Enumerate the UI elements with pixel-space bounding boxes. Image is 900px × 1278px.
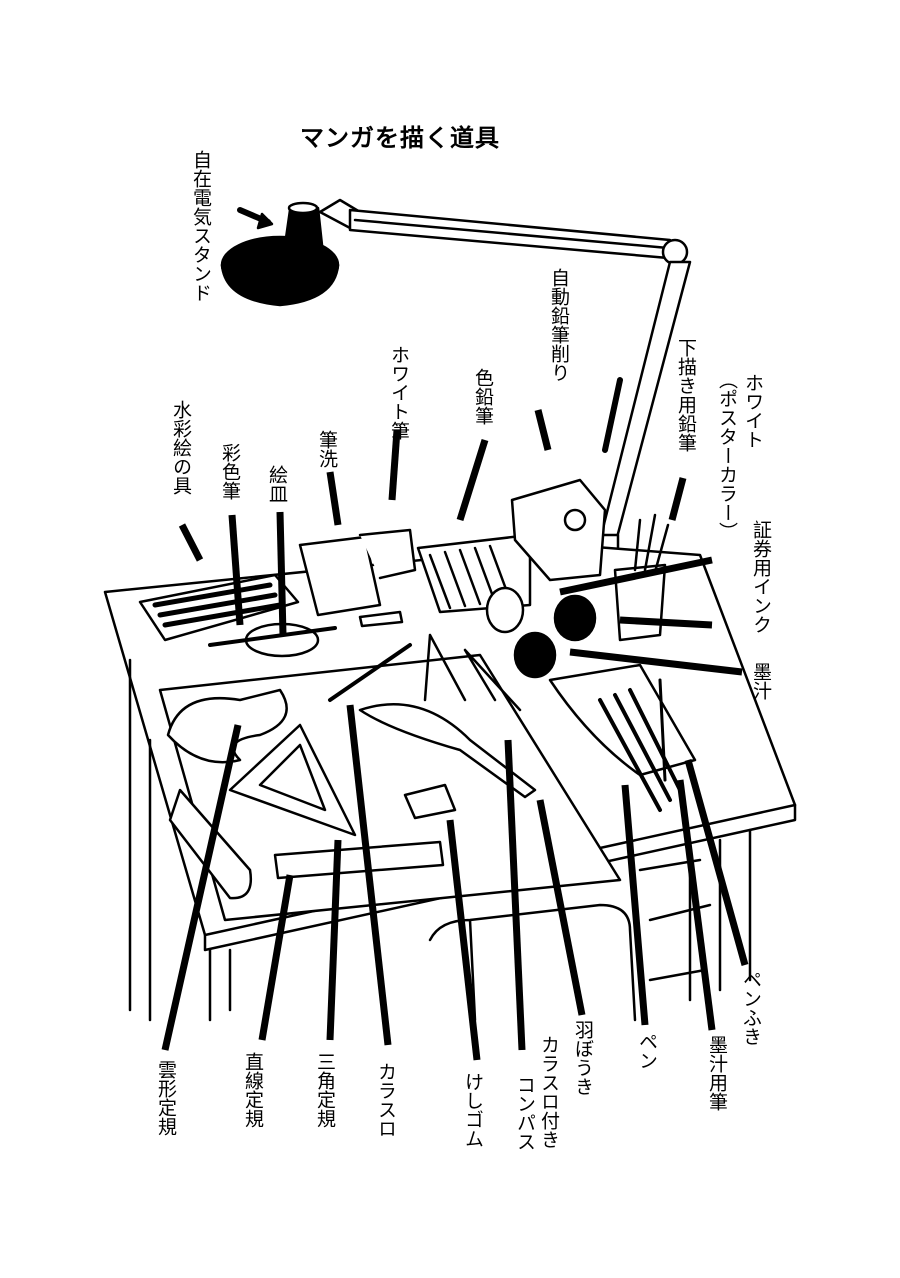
label-compass-line1: カラスロ付き bbox=[538, 1035, 560, 1149]
desk-items bbox=[138, 478, 697, 900]
label-straight-ruler: 直線定規 bbox=[242, 1052, 264, 1128]
label-palette: 絵皿 bbox=[266, 465, 288, 503]
label-triangle: 三角定規 bbox=[314, 1052, 336, 1128]
label-compass-line2: コンパス bbox=[514, 1075, 536, 1151]
page-title: マンガを描く道具 bbox=[300, 124, 500, 152]
label-ruling-pen: カラスロ bbox=[375, 1062, 397, 1138]
label-eraser: けしゴム bbox=[462, 1072, 484, 1148]
label-white: ホワイト bbox=[742, 373, 764, 449]
label-ink: 証券用インク bbox=[750, 520, 772, 634]
label-bokuju: 墨汁 bbox=[750, 662, 772, 700]
label-feather-duster: 羽ぼうき bbox=[572, 1020, 594, 1096]
label-poster-color: （ポスターカラー） bbox=[716, 370, 738, 541]
label-pen-wiper: ペンふき bbox=[740, 970, 762, 1046]
label-white-brush: ホワイト筆 bbox=[388, 345, 410, 440]
label-french-curve: 雲形定規 bbox=[155, 1060, 177, 1136]
label-ink-brush: 墨汁用筆 bbox=[706, 1035, 728, 1111]
label-colored-pencils: 色鉛筆 bbox=[472, 368, 494, 425]
lamp-drawing bbox=[220, 198, 692, 551]
label-coloring-brush: 彩色筆 bbox=[219, 443, 241, 500]
label-pen: ペン bbox=[636, 1032, 658, 1070]
pointer-arrows bbox=[161, 409, 749, 1061]
label-sharpener: 自動鉛筆削り bbox=[548, 268, 570, 382]
label-lamp: 自在電気スタンド bbox=[190, 150, 212, 302]
label-watercolors: 水彩絵の具 bbox=[170, 400, 192, 495]
label-sketch-pencil: 下描き用鉛筆 bbox=[675, 338, 697, 452]
label-brush-washer: 筆洗 bbox=[316, 430, 338, 468]
